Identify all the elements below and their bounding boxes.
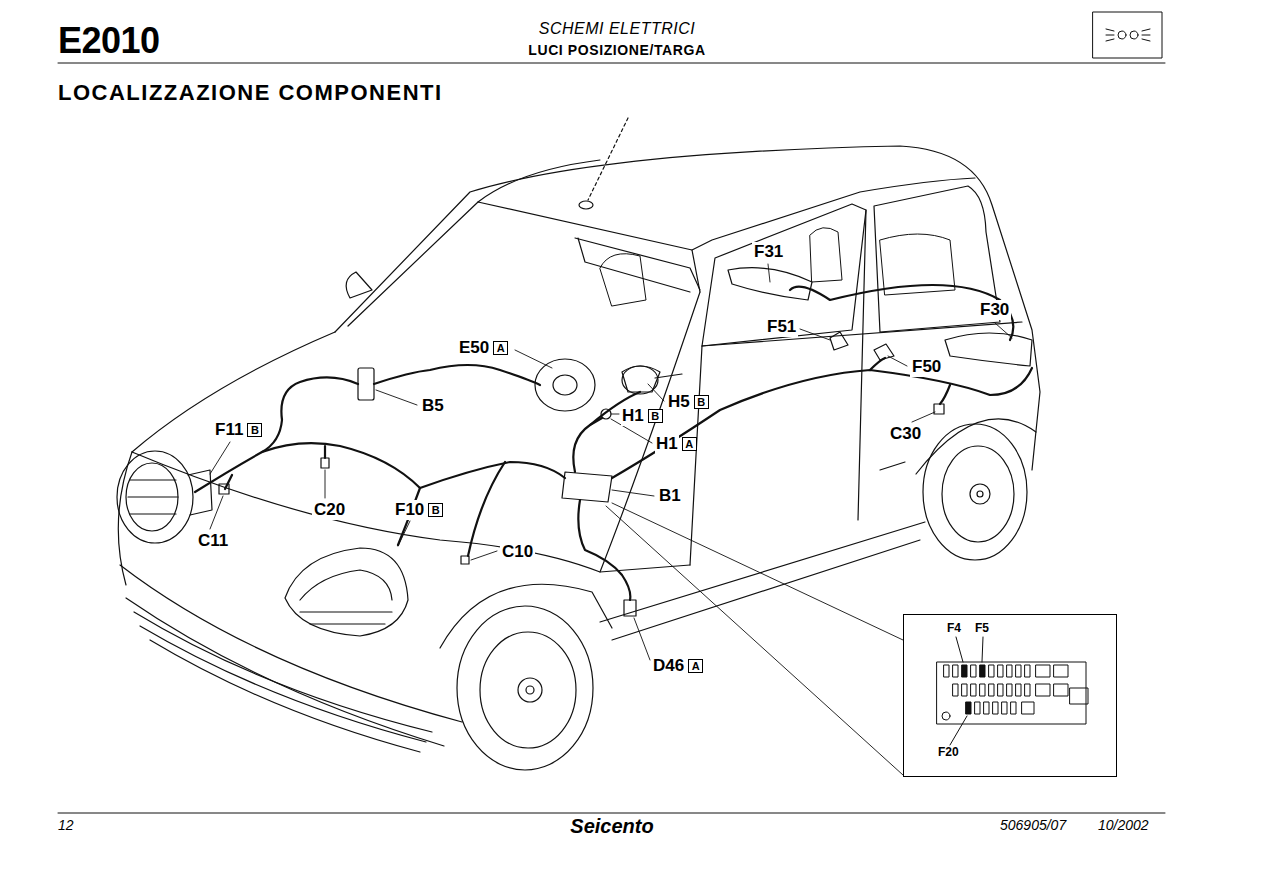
section-title: LOCALIZZAZIONE COMPONENTI	[58, 80, 443, 105]
callout-tag: E50A	[458, 338, 510, 358]
callout-label: F50	[910, 357, 943, 377]
icon-box	[1093, 12, 1162, 58]
header-subtitle: LUCI POSIZIONE/TARGA	[470, 42, 764, 58]
callout-label: F51	[765, 317, 798, 337]
callout-label: F11	[214, 420, 244, 440]
page-number: 12	[58, 817, 74, 833]
callout-label: F31	[752, 242, 785, 262]
document-date: 10/2002	[1098, 817, 1149, 833]
connector-c20	[321, 458, 329, 468]
callout-label: C10	[500, 542, 535, 562]
model-name: Seicento	[500, 815, 724, 838]
callout-label: C11	[196, 531, 230, 551]
connector-c10	[461, 556, 469, 564]
headlight-left	[117, 451, 212, 543]
interior-lamp	[728, 268, 812, 300]
front-wheel	[457, 606, 593, 770]
variant-tag: B	[247, 423, 262, 437]
callout-label: F10	[394, 500, 425, 520]
callout-label: D46	[652, 656, 685, 676]
antenna	[579, 118, 628, 209]
callout-tag: H1A	[655, 434, 698, 454]
header-rule	[58, 63, 1165, 64]
footer-rule	[58, 813, 1165, 814]
component-b5	[358, 368, 374, 400]
callout-tag: F10B	[394, 500, 445, 520]
document-code: 506905/07	[1000, 817, 1066, 833]
variant-tag: A	[688, 659, 703, 673]
callout-tag: F11B	[214, 420, 264, 440]
callout-label: B5	[420, 396, 446, 416]
callout-tag: H5B	[667, 392, 710, 412]
variant-tag: B	[648, 409, 663, 423]
fuse-box-b1	[562, 472, 612, 502]
variant-tag: B	[694, 395, 709, 409]
fuse-label: F20	[937, 746, 960, 759]
fuse-panel	[937, 637, 1088, 745]
callout-label: H1	[621, 406, 645, 426]
detail-inset: F4 F5F20	[903, 614, 1117, 777]
leader-lines	[210, 264, 1012, 775]
fuse-label: F5	[974, 622, 990, 635]
callout-label: C20	[312, 500, 347, 520]
variant-tag: B	[428, 503, 443, 517]
callout-label: B1	[657, 486, 683, 506]
callout-label: E50	[458, 338, 490, 358]
rear-wheel	[923, 424, 1027, 560]
callout-label: C30	[888, 424, 923, 444]
callout-label: F30	[978, 300, 1011, 320]
connector-c30	[934, 404, 944, 414]
lamp-f51	[830, 332, 848, 350]
steering-wheel	[535, 359, 682, 411]
callout-label: H5	[667, 392, 691, 412]
page-code: E2010	[58, 20, 160, 61]
variant-tag: A	[493, 341, 508, 355]
seats	[600, 228, 955, 306]
fuse-label: F4	[946, 622, 962, 635]
component-d46	[624, 600, 636, 616]
headlight-right	[285, 548, 408, 636]
tail-lamp	[945, 333, 1032, 366]
car-body	[118, 146, 1040, 752]
variant-tag: A	[682, 437, 697, 451]
callout-label: H1	[655, 434, 679, 454]
callout-tag: D46A	[652, 656, 705, 676]
position-lights-icon	[1106, 29, 1150, 41]
wiring-harness	[195, 285, 1032, 600]
header-text: SCHEMI ELETTRICI	[470, 20, 764, 38]
callout-tag: H1B	[621, 406, 664, 426]
